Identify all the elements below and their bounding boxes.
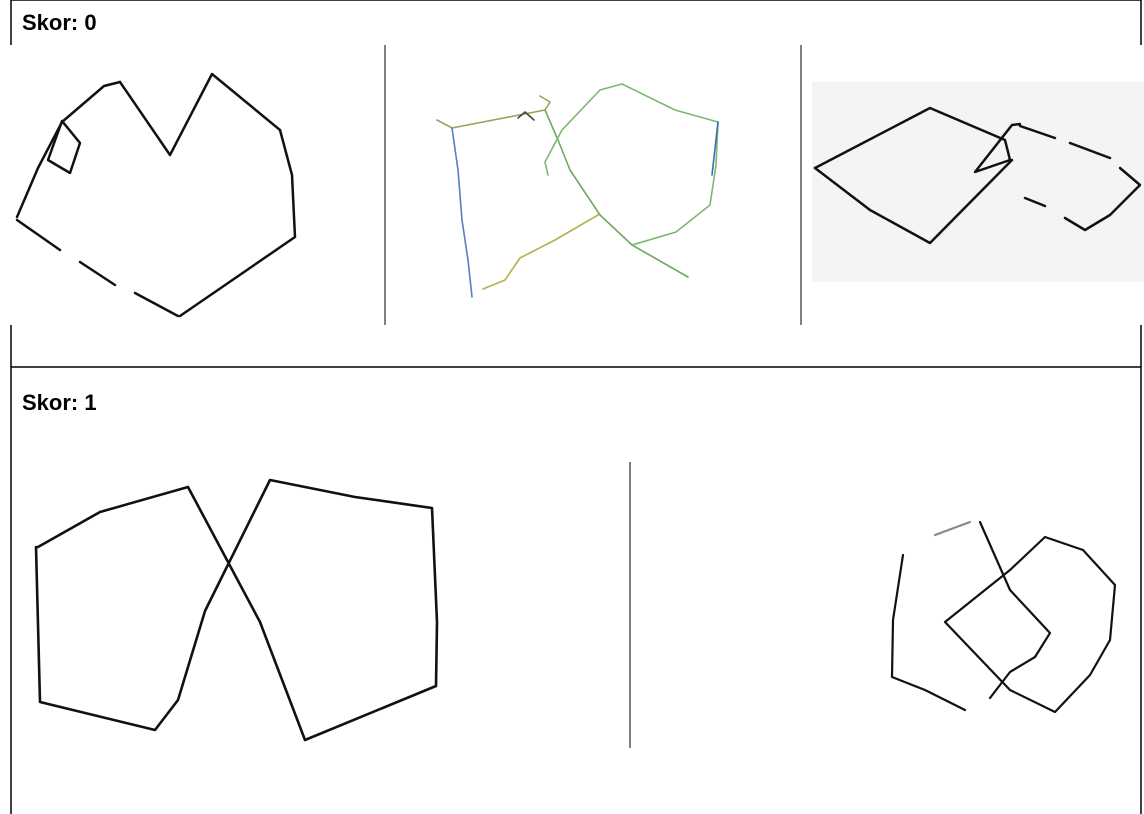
interlocked-pentagons xyxy=(36,480,437,740)
stroke-d xyxy=(80,262,115,285)
drawing-0-1 xyxy=(17,74,295,316)
stroke-right-hex xyxy=(945,537,1115,712)
score-label-0: Skor: 0 xyxy=(22,12,97,34)
stroke-pentagon xyxy=(545,84,718,245)
stroke-bottom-left xyxy=(483,215,598,289)
stroke-left xyxy=(452,128,472,297)
stroke-c xyxy=(17,220,60,250)
drawing-1-2 xyxy=(892,522,1115,712)
drawing-1-1 xyxy=(36,480,437,740)
stroke-diagonal xyxy=(980,522,1050,698)
small-square xyxy=(48,121,80,173)
score-label-1: Skor: 1 xyxy=(22,392,97,414)
stroke-b xyxy=(120,74,295,316)
stroke-top xyxy=(437,96,550,128)
stroke-diagonal xyxy=(545,110,688,277)
drawing-0-3-panel xyxy=(812,82,1144,282)
stroke-e xyxy=(135,293,178,316)
stroke-faint-top xyxy=(935,522,970,535)
stroke-a xyxy=(17,82,120,217)
drawing-0-2 xyxy=(437,84,718,297)
